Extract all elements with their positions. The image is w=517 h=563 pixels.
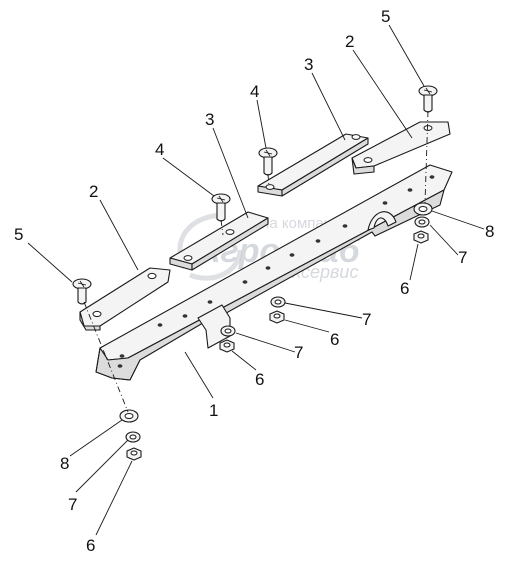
callout-7-mid-1: 7 — [294, 343, 303, 362]
callout-6-right: 6 — [400, 279, 409, 298]
end-plate-right-part-2 — [351, 121, 451, 175]
hardware-middle-2 — [269, 296, 286, 324]
center-lines — [83, 110, 429, 413]
callout-1: 1 — [209, 401, 218, 420]
callouts: 1 2 2 3 3 4 4 5 5 6 6 6 6 7 7 7 7 8 8 — [14, 7, 494, 555]
spacer-plate-right-part-3 — [257, 133, 369, 197]
callout-7-right: 7 — [458, 248, 467, 267]
beam-part-1 — [95, 164, 453, 381]
beam-holes — [117, 175, 435, 368]
bolt-part-4-left — [211, 193, 231, 222]
callout-4-left: 4 — [155, 140, 164, 159]
callout-7-bottom: 7 — [68, 495, 77, 514]
callout-5-left: 5 — [14, 225, 23, 244]
spacer-plate-left-part-3 — [169, 211, 269, 271]
callout-3-right: 3 — [304, 55, 313, 74]
callout-2-left: 2 — [89, 182, 98, 201]
callout-3-left: 3 — [205, 110, 214, 129]
callout-6-mid-2: 6 — [330, 330, 339, 349]
hardware-left-bottom — [119, 409, 142, 461]
hardware-right — [413, 202, 433, 244]
hardware-middle-1 — [219, 325, 236, 353]
callout-8-bottom: 8 — [60, 454, 69, 473]
end-plate-left-part-2 — [79, 267, 171, 331]
leader-lines — [27, 24, 485, 536]
callout-5-right: 5 — [381, 7, 390, 26]
callout-6-bottom: 6 — [86, 536, 95, 555]
bolt-part-4-right — [258, 147, 278, 176]
callout-7-mid-2: 7 — [362, 310, 371, 329]
callout-4-right: 4 — [250, 82, 259, 101]
bolt-part-5-right — [418, 85, 438, 113]
bolt-part-5-left — [72, 278, 92, 305]
callout-8-right: 8 — [485, 222, 494, 241]
callout-2-right: 2 — [345, 32, 354, 51]
beam-arch-cutout — [367, 211, 397, 231]
callout-6-mid-1: 6 — [255, 370, 264, 389]
